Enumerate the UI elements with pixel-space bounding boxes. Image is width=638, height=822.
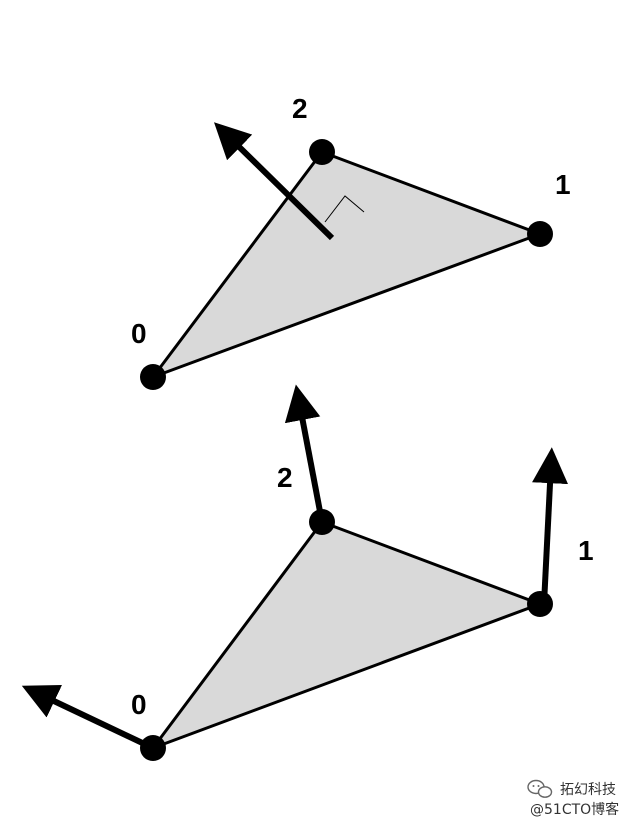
face-vertex-2-label: 2 [292,93,308,124]
vertex-normal-triangle-group: 0 1 2 [21,384,594,761]
face-vertex-1-label: 1 [555,169,571,200]
face-normal-triangle [151,150,542,379]
vertex-1-normal-arrow [532,447,569,605]
watermark-brand: 拓幻科技 [560,782,616,798]
face-normal-arrow [214,122,335,241]
wechat-icon [527,779,553,798]
vertex-2-normal-arrow [284,384,325,523]
vertex-2-label: 2 [277,462,293,493]
face-vertex-1-dot [527,221,553,247]
vertex-0-normal-arrow [21,684,155,751]
vertex-normal-triangle [151,520,542,750]
vertex-0-label: 0 [131,689,147,720]
watermark: 拓幻科技 @51CTO博客 [527,779,619,818]
face-vertex-0-dot [140,364,166,390]
watermark-site: @51CTO博客 [530,801,619,818]
face-normal-triangle-group: 0 1 2 [131,93,571,390]
vertex-2-dot [309,509,335,535]
vertex-0-dot [140,735,166,761]
face-vertex-0-label: 0 [131,318,147,349]
vertex-1-dot [527,591,553,617]
right-angle-marker [324,195,365,223]
face-vertex-2-dot [309,139,335,165]
vertex-1-label: 1 [578,535,594,566]
